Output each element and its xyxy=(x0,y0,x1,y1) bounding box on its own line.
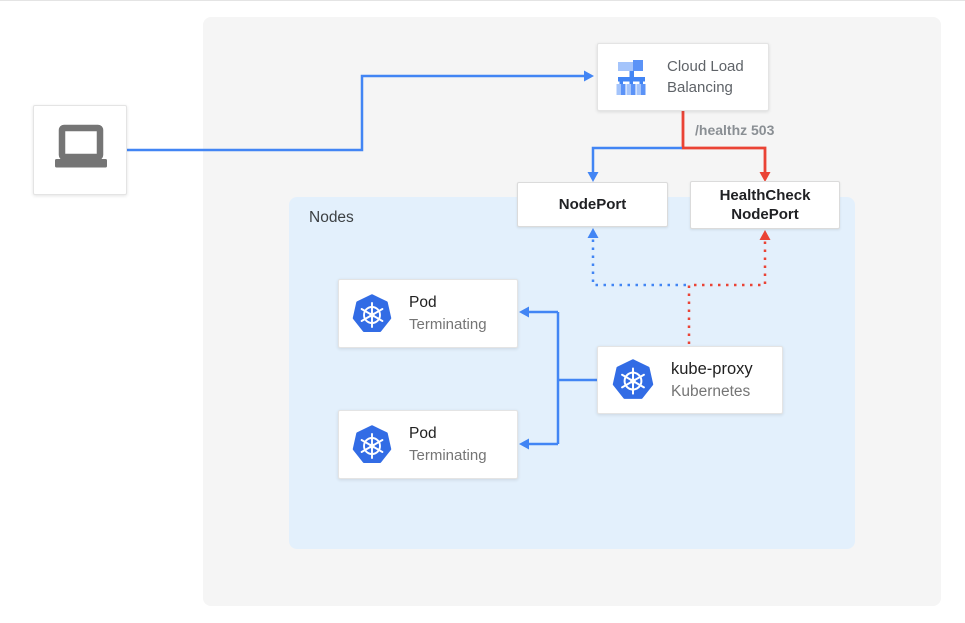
healthz-edge-label: /healthz 503 xyxy=(695,122,775,138)
kube-proxy-node: kube-proxy Kubernetes xyxy=(597,346,783,414)
pod-2-node: Pod Terminating xyxy=(338,410,518,479)
health-check-node-port-label: HealthCheck NodePort xyxy=(719,187,811,223)
kubernetes-icon xyxy=(352,424,392,465)
kube-proxy-title: kube-proxy xyxy=(671,359,753,378)
kubernetes-icon xyxy=(352,293,392,334)
pod-1-node: Pod Terminating xyxy=(338,279,518,348)
pod-2-title: Pod xyxy=(409,425,437,442)
cloud-load-balancing-icon xyxy=(610,57,654,97)
health-check-node-port-node: HealthCheck NodePort xyxy=(690,181,840,229)
laptop-icon xyxy=(50,121,110,179)
cloud-load-balancing-node: Cloud Load Balancing xyxy=(597,43,769,111)
pod-1-status: Terminating xyxy=(409,316,487,333)
node-port-label: NodePort xyxy=(558,196,627,213)
pod-1-title: Pod xyxy=(409,294,437,311)
kubernetes-icon xyxy=(612,359,654,401)
nodes-region-label: Nodes xyxy=(309,209,354,226)
kube-proxy-subtitle: Kubernetes xyxy=(671,382,751,400)
cloud-load-balancing-label: Cloud Load Balancing xyxy=(667,58,744,96)
node-port-node: NodePort xyxy=(517,182,668,227)
pod-2-status: Terminating xyxy=(409,447,487,464)
client-node xyxy=(33,105,127,195)
